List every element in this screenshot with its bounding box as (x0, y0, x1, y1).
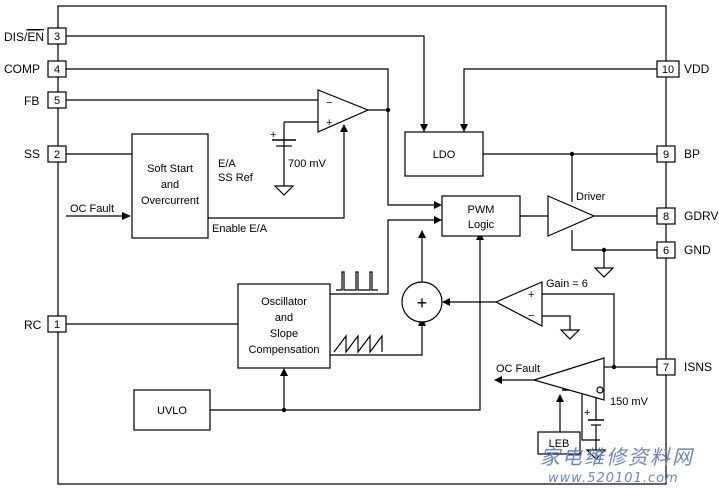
svg-text:DIS/EN: DIS/EN (4, 30, 44, 44)
oc-fault-output-label: OC Fault (496, 363, 540, 375)
svg-text:家电维修资料网: 家电维修资料网 (540, 445, 695, 469)
ref-700-label: 700 mV (288, 158, 327, 170)
pin-fb: FB 5 (24, 91, 67, 109)
svg-text:and: and (275, 312, 293, 324)
pin-vdd: 10 VDD (656, 60, 710, 78)
svg-text:7: 7 (663, 362, 669, 374)
soft-start-block: Soft Start and Overcurrent (131, 133, 209, 239)
svg-text:RC: RC (24, 318, 42, 332)
enable-ea-label: Enable E/A (212, 223, 268, 235)
svg-text:Oscillator: Oscillator (261, 296, 307, 308)
ref-150-plus: + (584, 407, 590, 419)
pin-bp: 9 BP (656, 145, 700, 163)
svg-text:Soft Start: Soft Start (147, 163, 193, 175)
pin-gdrv: 8 GDRV (656, 207, 718, 225)
svg-text:UVLO: UVLO (157, 405, 187, 417)
svg-text:3: 3 (54, 31, 60, 43)
svg-text:5: 5 (54, 95, 60, 107)
svg-text:COMP: COMP (4, 62, 40, 76)
svg-text:+: + (417, 293, 428, 313)
svg-text:−: − (528, 310, 534, 322)
pin-isns: 7 ISNS (656, 358, 712, 376)
svg-text:PWM: PWM (468, 204, 495, 216)
oc-fault-input-label: OC Fault (70, 203, 114, 215)
ea-label: E/A (218, 158, 236, 170)
pulse-waveform-icon (336, 271, 378, 291)
svg-text:LEB: LEB (549, 438, 570, 450)
error-amplifier: − + (317, 89, 370, 133)
svg-text:www.520101.com: www.520101.com (548, 471, 679, 486)
svg-text:9: 9 (663, 149, 669, 161)
svg-text:4: 4 (54, 64, 60, 76)
svg-text:BP: BP (684, 147, 700, 161)
ldo-block: LDO (404, 131, 484, 177)
pwm-logic-block: PWM Logic (441, 195, 521, 237)
svg-text:Slope: Slope (270, 328, 298, 340)
svg-text:−: − (326, 97, 332, 109)
svg-text:10: 10 (662, 64, 674, 76)
svg-text:+: + (326, 117, 332, 129)
pin-gnd: 6 GND (656, 241, 711, 259)
ref-150-label: 150 mV (610, 396, 649, 408)
driver-buffer: Driver (547, 191, 606, 237)
sawtooth-waveform-icon (333, 334, 383, 354)
leb-block: LEB (537, 431, 581, 455)
svg-text:ISNS: ISNS (684, 360, 712, 374)
pin-comp: COMP 4 (4, 60, 67, 78)
uvlo-block: UVLO (133, 389, 211, 431)
summing-junction: + (401, 281, 443, 323)
svg-text:GND: GND (684, 243, 711, 257)
ss-ref-label: SS Ref (218, 172, 254, 184)
svg-text:GDRV: GDRV (684, 209, 718, 223)
svg-text:Overcurrent: Overcurrent (141, 195, 199, 207)
svg-text:Compensation: Compensation (249, 344, 320, 356)
svg-text:8: 8 (663, 211, 669, 223)
svg-text:LDO: LDO (433, 149, 456, 161)
gain-label: Gain = 6 (546, 278, 588, 290)
svg-text:FB: FB (24, 94, 39, 108)
svg-text:Logic: Logic (468, 219, 495, 231)
watermark: 家电维修资料网 www.520101.com (540, 445, 695, 486)
svg-text:and: and (161, 179, 179, 191)
svg-text:SS: SS (24, 147, 40, 161)
pin-dis-en: DIS/EN 3 (4, 27, 67, 45)
wires (66, 35, 657, 460)
pin-rc: RC 1 (24, 315, 67, 333)
svg-text:VDD: VDD (684, 62, 710, 76)
oscillator-block: Oscillator and Slope Compensation (237, 283, 331, 369)
svg-text:+: + (528, 289, 534, 301)
current-sense-amplifier: + − (494, 281, 543, 327)
svg-text:1: 1 (54, 319, 60, 331)
oc-comparator (531, 357, 605, 401)
svg-text:6: 6 (663, 245, 669, 257)
pin-ss: SS 2 (24, 145, 67, 163)
svg-text:2: 2 (54, 149, 60, 161)
ref-700-plus: + (270, 129, 276, 141)
svg-text:Driver: Driver (576, 191, 606, 203)
